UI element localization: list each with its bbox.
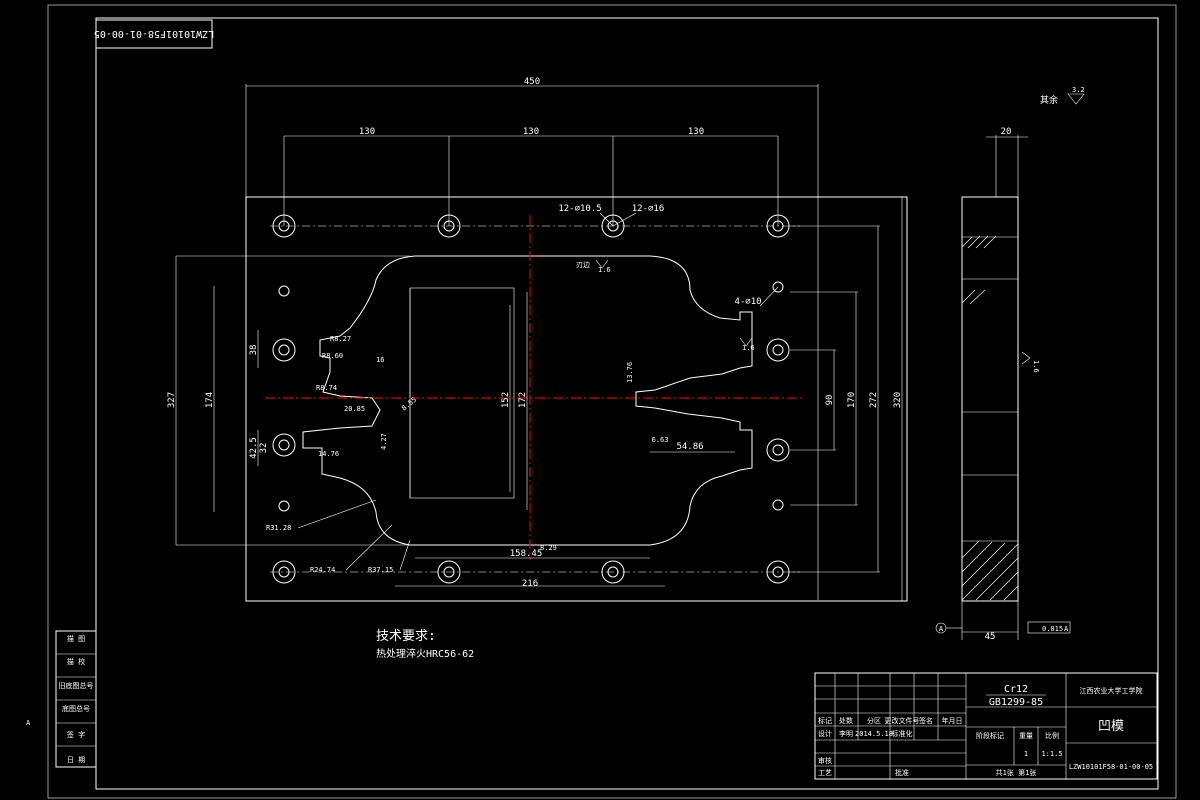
dim-130-b: 130 xyxy=(523,127,539,137)
callout-angle: 16 xyxy=(376,356,384,364)
tolerance-value: 0.015 xyxy=(1042,625,1063,633)
callout-r8-27: R8.27 xyxy=(330,335,351,343)
plate-outline xyxy=(245,196,908,602)
dim-320: 320 xyxy=(893,392,903,408)
holes-12b: 12-∅16 xyxy=(632,204,665,214)
header-sign: 签名 xyxy=(919,716,933,725)
left-box-row-2: 描 校 xyxy=(67,657,85,666)
side-dim-45: 45 xyxy=(985,632,996,642)
holes xyxy=(272,214,790,584)
corner-mark: A xyxy=(26,719,31,727)
callout-r37: R37.15 xyxy=(368,566,393,574)
notes-heading: 技术要求: xyxy=(376,629,436,644)
design-date: 2014.5.18 xyxy=(855,730,893,738)
roughness-small-icon xyxy=(739,337,753,347)
header-count: 处数 xyxy=(839,716,853,725)
die-cavity-outline xyxy=(302,255,753,546)
header-date: 年月日 xyxy=(942,716,963,725)
standardization-label: 标准化 xyxy=(892,729,913,738)
stage-label: 阶段标记 xyxy=(976,731,1004,740)
side-roughness-value: 1.6 xyxy=(1032,360,1040,373)
dim-152: 152 xyxy=(501,392,511,408)
callout-r8-74: R8.74 xyxy=(316,384,337,392)
sheet-count: 共1张 第1张 xyxy=(996,768,1037,777)
outer-frame xyxy=(47,4,1177,799)
left-box-row-3: 旧底图总号 xyxy=(59,681,94,690)
holes-12a: 12-∅10.5 xyxy=(558,204,601,214)
dim-170: 170 xyxy=(847,392,857,408)
left-box-row-5: 签 字 xyxy=(67,730,85,739)
callout-216: 216 xyxy=(522,579,538,589)
callout-r31: R31.28 xyxy=(266,524,291,532)
designer: 李明 xyxy=(839,729,853,738)
left-box-row-6: 日 期 xyxy=(67,756,85,764)
side-roughness-icon xyxy=(1021,351,1031,365)
left-record-box xyxy=(55,630,97,768)
part-name: 凹模 xyxy=(1098,719,1124,734)
dim-38: 38 xyxy=(249,345,259,356)
datum-a-label: A xyxy=(939,625,944,633)
side-dim-20: 20 xyxy=(1001,127,1012,137)
callout-r8-60: R8.60 xyxy=(322,352,343,360)
scale-value: 1:1.5 xyxy=(1041,750,1062,758)
dim-327: 327 xyxy=(167,392,177,408)
check-label: 审核 xyxy=(818,756,832,765)
dim-42-5: 42.5 xyxy=(249,437,259,459)
side-view-outline xyxy=(961,196,1019,602)
inner-frame xyxy=(95,17,1159,790)
callout-6-63: 6.63 xyxy=(652,436,669,444)
callout-54-86: 54.86 xyxy=(676,442,703,452)
callout-4-27: 4.27 xyxy=(380,433,388,450)
left-box-row-4: 底图总号 xyxy=(62,704,90,713)
design-label: 设计 xyxy=(818,729,832,738)
left-box-row-1: 描 图 xyxy=(67,634,85,643)
scale-label: 比例 xyxy=(1045,731,1059,740)
callout-20-85: 20.85 xyxy=(344,405,365,413)
roughness-edge-label: 刃边 xyxy=(576,260,590,269)
callout-13-76: 13.76 xyxy=(626,362,634,383)
drawing-number-rotated: LZW10101F58-01-00-05 xyxy=(94,28,214,39)
roughness-edge-value: 1.6 xyxy=(598,266,611,274)
callout-r24: R24.74 xyxy=(310,566,335,574)
drawing-number: LZW10101F58-01-00-05 xyxy=(1069,763,1153,771)
header-change: 更改文件号 xyxy=(885,716,920,725)
dim-32: 32 xyxy=(259,443,269,454)
approve-label: 批准 xyxy=(895,768,909,777)
material-standard: GB1299-85 xyxy=(989,697,1043,708)
weight-label: 重量 xyxy=(1019,732,1033,740)
tolerance-datum: A xyxy=(1064,625,1069,633)
callout-8-29: 8.29 xyxy=(540,544,557,552)
school-name: 江西农业大学工学院 xyxy=(1080,686,1143,695)
material: Cr12 xyxy=(1004,684,1028,695)
quantity: 1 xyxy=(1024,750,1028,758)
dim-130-c: 130 xyxy=(688,127,704,137)
dim-272: 272 xyxy=(869,392,879,408)
roughness-symbol-icon xyxy=(1067,93,1085,105)
dim-130-a: 130 xyxy=(359,127,375,137)
callout-14-76: 14.76 xyxy=(318,450,339,458)
dim-90: 90 xyxy=(825,395,835,406)
side-view-hatch xyxy=(961,235,1019,601)
dim-174: 174 xyxy=(205,392,215,408)
drawing-number-box xyxy=(95,19,213,49)
dim-450: 450 xyxy=(524,77,540,87)
title-block xyxy=(814,672,1158,780)
notes-line1: 热处理淬火HRC56-62 xyxy=(376,647,474,660)
dim-172: 172 xyxy=(518,392,528,408)
roughness-small-value: 1.6 xyxy=(742,344,755,352)
tolerance-frame xyxy=(1027,621,1071,634)
holes-4: 4-∅10 xyxy=(734,297,761,307)
process-label: 工艺 xyxy=(818,769,832,777)
roughness-other-label: 其余 xyxy=(1040,94,1058,106)
roughness-other-value: 3.2 xyxy=(1072,86,1085,94)
header-mark: 标记 xyxy=(818,716,832,725)
header-zone: 分区 xyxy=(867,716,881,725)
callout-158-45: 158.45 xyxy=(510,549,543,559)
roughness-edge-icon xyxy=(595,259,609,269)
